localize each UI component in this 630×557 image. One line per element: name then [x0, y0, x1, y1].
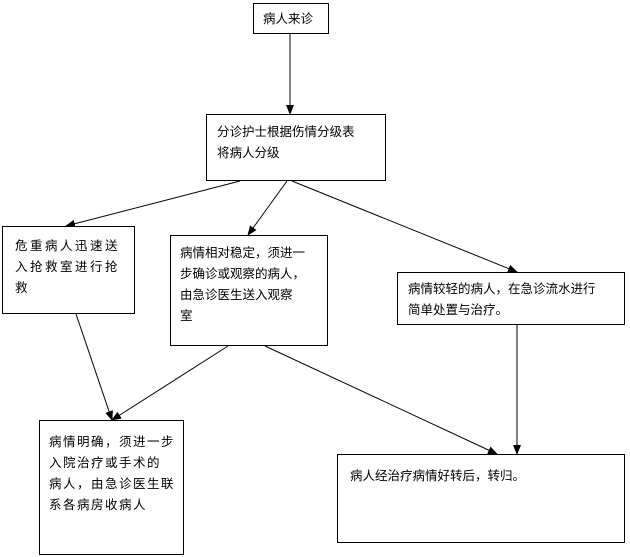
node-patient-arrival: 病人来诊	[253, 3, 329, 34]
node-critical-line-2: 入抢救室进行抢	[15, 259, 121, 274]
node-discharge: 病人经治疗病情好转后，转归。	[337, 454, 625, 543]
node-stable-line-1: 病情相对稳定，须进一	[180, 245, 306, 260]
node-patient-arrival-text: 病人来诊	[263, 11, 314, 26]
node-triage-line-1: 分诊护士根据伤情分级表	[217, 124, 355, 139]
arrow-triage-to-stable	[247, 180, 288, 236]
node-admit-line-2: 入院治疗或手术的	[49, 455, 162, 470]
node-critical-patient: 危重病人迅速送 入抢救室进行抢 救	[2, 226, 135, 314]
node-mild-line-2: 简单处置与治疗。	[408, 302, 509, 317]
node-admit-line-3: 病人，由急诊医生联	[49, 476, 176, 491]
node-mild-patient: 病情较轻的病人，在急诊流水进行 简单处置与治疗。	[397, 272, 625, 325]
node-admit-line-4: 系各病房收病人	[49, 497, 148, 512]
node-stable-line-3: 由急诊医生送入观察	[180, 287, 293, 302]
arrow-critical-to-admit	[75, 313, 113, 421]
arrow-stable-to-admit	[111, 345, 229, 421]
node-stable-line-2: 步确诊或观察的病人，	[180, 266, 306, 281]
arrow-stable-to-discharge	[264, 345, 498, 455]
node-stable-patient: 病情相对稳定，须进一 步确诊或观察的病人， 由急诊医生送入观察 室	[170, 235, 328, 346]
arrow-triage-to-critical	[65, 180, 241, 228]
node-admit-line-1: 病情明确，须进一步	[49, 434, 176, 449]
node-triage-line-2: 将病人分级	[217, 145, 280, 160]
node-triage: 分诊护士根据伤情分级表 将病人分级	[206, 114, 386, 181]
node-hospital-admission: 病情明确，须进一步 入院治疗或手术的 病人，由急诊医生联 系各病房收病人	[39, 420, 184, 555]
node-critical-line-3: 救	[15, 280, 31, 295]
node-critical-line-1: 危重病人迅速送	[15, 238, 121, 253]
arrow-triage-to-mild	[291, 180, 518, 273]
node-stable-line-4: 室	[180, 308, 193, 323]
node-mild-line-1: 病情较轻的病人，在急诊流水进行	[408, 281, 596, 296]
node-discharge-text: 病人经治疗病情好转后，转归。	[350, 468, 526, 483]
